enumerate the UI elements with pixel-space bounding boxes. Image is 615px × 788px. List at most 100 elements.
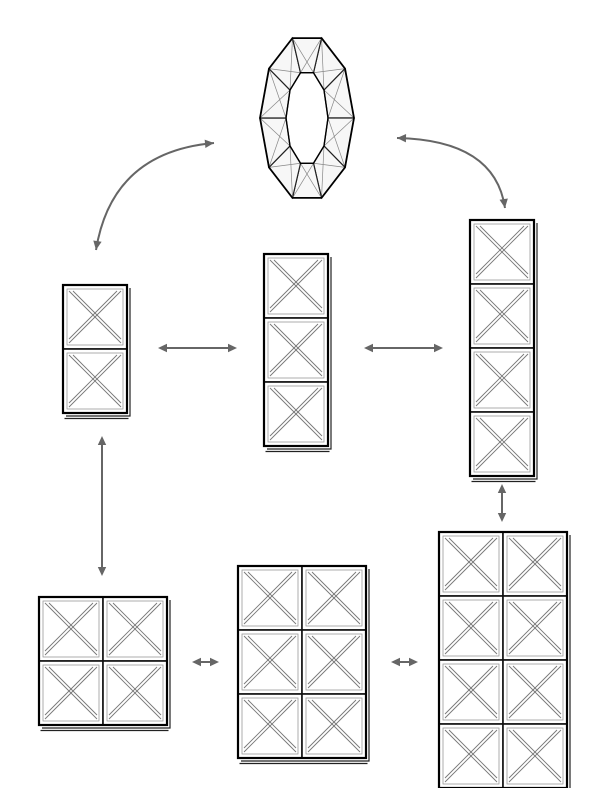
tile xyxy=(263,253,329,319)
ring-tile-diagonal xyxy=(321,38,325,91)
tile-inner-frame xyxy=(473,351,531,409)
tile-inner-frame xyxy=(442,535,500,593)
group-shadow-edge xyxy=(569,535,571,788)
tile-inner-frame xyxy=(106,664,164,722)
connector-ring-to-strip-1x4 xyxy=(396,133,508,209)
connector-strip-1x2-to-strip-1x3 xyxy=(158,343,237,353)
tile-diagonal xyxy=(68,290,122,344)
arrowhead-end xyxy=(434,343,443,353)
tile-inner-frame xyxy=(241,697,299,755)
arrowhead-end xyxy=(228,343,237,353)
tile-diagonal xyxy=(444,537,498,591)
group-border xyxy=(37,595,169,727)
tile-diagonal xyxy=(243,699,293,749)
arrowhead-end xyxy=(499,198,508,208)
ring-tile-diagonal xyxy=(259,117,291,147)
tile-diagonal xyxy=(508,665,562,719)
ring-tile-diagonal xyxy=(268,162,301,168)
tile-diagonal xyxy=(269,323,323,377)
ring-outer-edge xyxy=(259,37,355,199)
group-shadow-edge xyxy=(42,600,171,729)
tile xyxy=(438,531,504,597)
tile-diagonal xyxy=(44,602,94,652)
tile-group-strip-1x4 xyxy=(468,218,538,483)
tile-diagonal xyxy=(307,571,357,621)
tile-diagonal xyxy=(307,699,357,749)
tile-diagonal xyxy=(269,259,319,309)
tile-diagonal xyxy=(475,353,529,407)
tile xyxy=(102,660,168,726)
tile-diagonal xyxy=(444,665,494,715)
tile xyxy=(502,659,568,725)
ring-tile-diagonal xyxy=(323,89,355,119)
curved-connector-line xyxy=(396,137,506,209)
tile-diagonal xyxy=(269,259,323,313)
tile-diagonal xyxy=(269,323,319,373)
ring-tile-diagonal xyxy=(268,117,287,168)
tile-diagonal xyxy=(108,602,158,652)
tile-diagonal xyxy=(475,225,525,275)
tile xyxy=(263,317,329,383)
ring-tile-diagonal xyxy=(289,145,293,198)
tile-inner-frame xyxy=(473,287,531,345)
tile xyxy=(469,283,535,349)
tile-inner-frame xyxy=(506,727,564,785)
tile xyxy=(438,595,504,661)
arrowhead-start xyxy=(364,343,373,353)
arrowhead-start xyxy=(397,133,407,143)
tile-diagonal xyxy=(243,635,293,685)
tile-diagonal xyxy=(243,571,297,625)
tile-group-strip-1x2 xyxy=(61,283,131,420)
group-border xyxy=(437,530,569,788)
tile-diagonal xyxy=(307,635,361,689)
tile-inner-frame xyxy=(66,288,124,346)
ring-tile-diagonal xyxy=(268,68,287,119)
tile-inner-frame xyxy=(267,385,325,443)
arrowhead-start xyxy=(497,484,507,493)
tile xyxy=(237,693,303,759)
tile-diagonal xyxy=(44,666,98,720)
group-border xyxy=(262,252,330,448)
tile xyxy=(237,565,303,631)
tile-diagonal xyxy=(475,289,525,339)
group-shadow-edge xyxy=(241,569,370,762)
tile-diagonal xyxy=(243,571,293,621)
tile-diagonal xyxy=(44,666,94,716)
tile-inner-frame xyxy=(442,599,500,657)
tile-diagonal xyxy=(508,729,558,779)
tile-diagonal xyxy=(68,354,118,404)
ring-tile-diagonal xyxy=(268,68,301,74)
group-border xyxy=(61,283,129,415)
connector-strip-1x2-to-grid-2x2 xyxy=(97,436,107,576)
tile-diagonal xyxy=(508,665,558,715)
tile-diagonal xyxy=(44,602,98,656)
tile-diagonal xyxy=(444,537,494,587)
tile-inner-frame xyxy=(506,535,564,593)
tile xyxy=(301,629,367,695)
tile-diagonal xyxy=(68,354,122,408)
arrowhead-start xyxy=(93,240,102,250)
tile-inner-frame xyxy=(267,257,325,315)
tile xyxy=(502,531,568,597)
arrowhead-start xyxy=(391,657,400,667)
group-shadow-edge xyxy=(267,257,332,450)
tile-group-strip-1x3 xyxy=(262,252,332,453)
tile-inner-frame xyxy=(305,697,363,755)
ring-inner-edge xyxy=(285,72,329,164)
tile-diagonal xyxy=(108,602,162,656)
tile xyxy=(301,693,367,759)
ring-tile-diagonal xyxy=(321,145,325,198)
ring-tile-diagonal xyxy=(327,117,346,168)
tile-diagonal xyxy=(307,699,361,753)
tile-inner-frame xyxy=(241,633,299,691)
tile xyxy=(469,219,535,285)
group-border xyxy=(468,218,536,478)
tile-diagonal xyxy=(444,729,498,783)
connector-strip-1x3-to-strip-1x4 xyxy=(364,343,443,353)
tile xyxy=(502,595,568,661)
tile-diagonal xyxy=(444,601,494,651)
tile-diagonal xyxy=(68,290,118,340)
tile-diagonal xyxy=(508,601,562,655)
tile-diagonal xyxy=(243,635,297,689)
